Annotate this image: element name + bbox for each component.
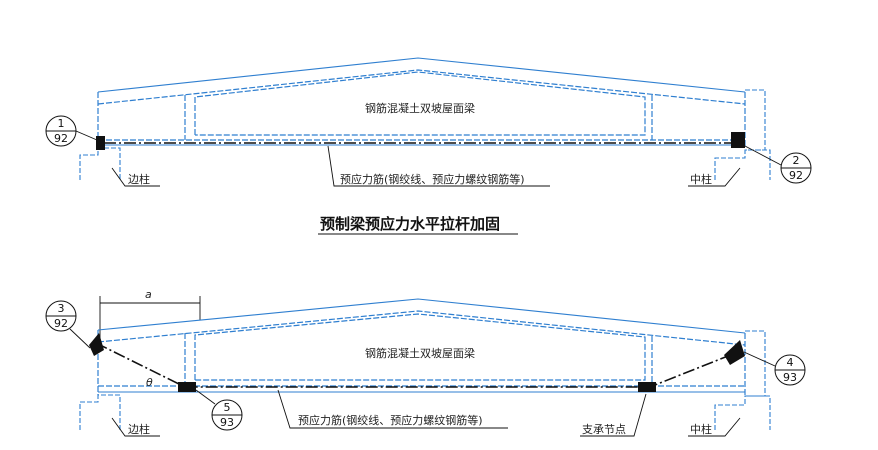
bottom-diagram: a θ 钢筋混凝土双坡屋面梁 预应力筋(钢绞线、预应力螺纹钢筋等) 边柱 支承节…	[45, 288, 806, 437]
bottom-mid-column-head	[745, 330, 766, 397]
top-beam-roof-inner	[97, 69, 746, 105]
angle-theta-label: θ	[146, 376, 153, 389]
support-node-right	[638, 382, 656, 392]
callout-2-page: 92	[789, 169, 803, 182]
bottom-tendon	[95, 342, 739, 388]
top-beam-label: 钢筋混凝土双坡屋面梁	[365, 101, 475, 115]
top-tendon-leader	[327, 145, 550, 187]
top-mid-column	[714, 149, 771, 180]
bottom-anchor-right	[724, 340, 745, 365]
callout-2-num: 2	[793, 154, 800, 167]
top-mid-column-leader	[688, 167, 741, 187]
top-beam-roof-outer	[97, 57, 746, 93]
callout-3-leader	[69, 328, 91, 349]
support-node-label: 支承节点	[582, 423, 626, 436]
top-edge-column	[79, 147, 121, 180]
callout-3-num: 3	[58, 302, 65, 315]
dim-a-label: a	[145, 288, 152, 301]
callout-1-leader	[75, 130, 98, 141]
top-diagram: 钢筋混凝土双坡屋面梁 预应力筋(钢绞线、预应力螺纹钢筋等) 边柱 中柱 1 92…	[45, 57, 812, 187]
bottom-edge-column-leader	[111, 417, 160, 437]
top-beam-opening	[194, 71, 646, 136]
bottom-tendon-label: 预应力筋(钢绞线、预应力螺纹钢筋等)	[298, 413, 483, 427]
top-edge-column-label: 边柱	[128, 172, 150, 186]
bottom-tendon-leader	[277, 389, 508, 429]
top-mid-column-head	[745, 89, 766, 151]
bottom-beam-roof-outer	[97, 298, 746, 334]
callout-1-num: 1	[58, 117, 65, 130]
top-mid-column-label: 中柱	[690, 172, 712, 186]
support-node-left	[178, 382, 196, 392]
top-anchor-left	[96, 136, 105, 150]
bottom-mid-column-label: 中柱	[690, 422, 712, 436]
callout-5-num: 5	[224, 401, 231, 414]
top-edge-column-leader	[111, 167, 160, 187]
callout-4-leader	[743, 351, 776, 367]
callout-4-num: 4	[787, 356, 794, 369]
callout-3-92[interactable]: 3 92	[45, 300, 77, 332]
bottom-mid-column	[714, 395, 771, 430]
bottom-edge-column	[79, 394, 121, 430]
callout-1-92[interactable]: 1 92	[45, 115, 77, 147]
figure-title: 预制梁预应力水平拉杆加固	[320, 215, 500, 233]
callout-2-leader	[744, 145, 782, 166]
callout-4-93[interactable]: 4 93	[774, 354, 806, 386]
bottom-mid-column-leader	[688, 417, 741, 437]
callout-4-page: 93	[783, 371, 797, 384]
bottom-edge-column-label: 边柱	[128, 422, 150, 436]
top-anchor-right	[731, 132, 745, 148]
bottom-beam-roof-inner	[97, 310, 746, 346]
callout-1-page: 92	[54, 132, 68, 145]
callout-5-page: 93	[220, 416, 234, 429]
bottom-anchor-left	[89, 333, 104, 356]
callout-5-leader	[195, 389, 216, 405]
callout-3-page: 92	[54, 317, 68, 330]
bottom-beam-opening	[194, 313, 646, 381]
support-node-leader	[580, 393, 647, 437]
callout-2-92[interactable]: 2 92	[780, 152, 812, 184]
bottom-beam-label: 钢筋混凝土双坡屋面梁	[365, 346, 475, 360]
callout-5-93[interactable]: 5 93	[211, 399, 243, 431]
top-tendon-label: 预应力筋(钢绞线、预应力螺纹钢筋等)	[340, 172, 525, 186]
